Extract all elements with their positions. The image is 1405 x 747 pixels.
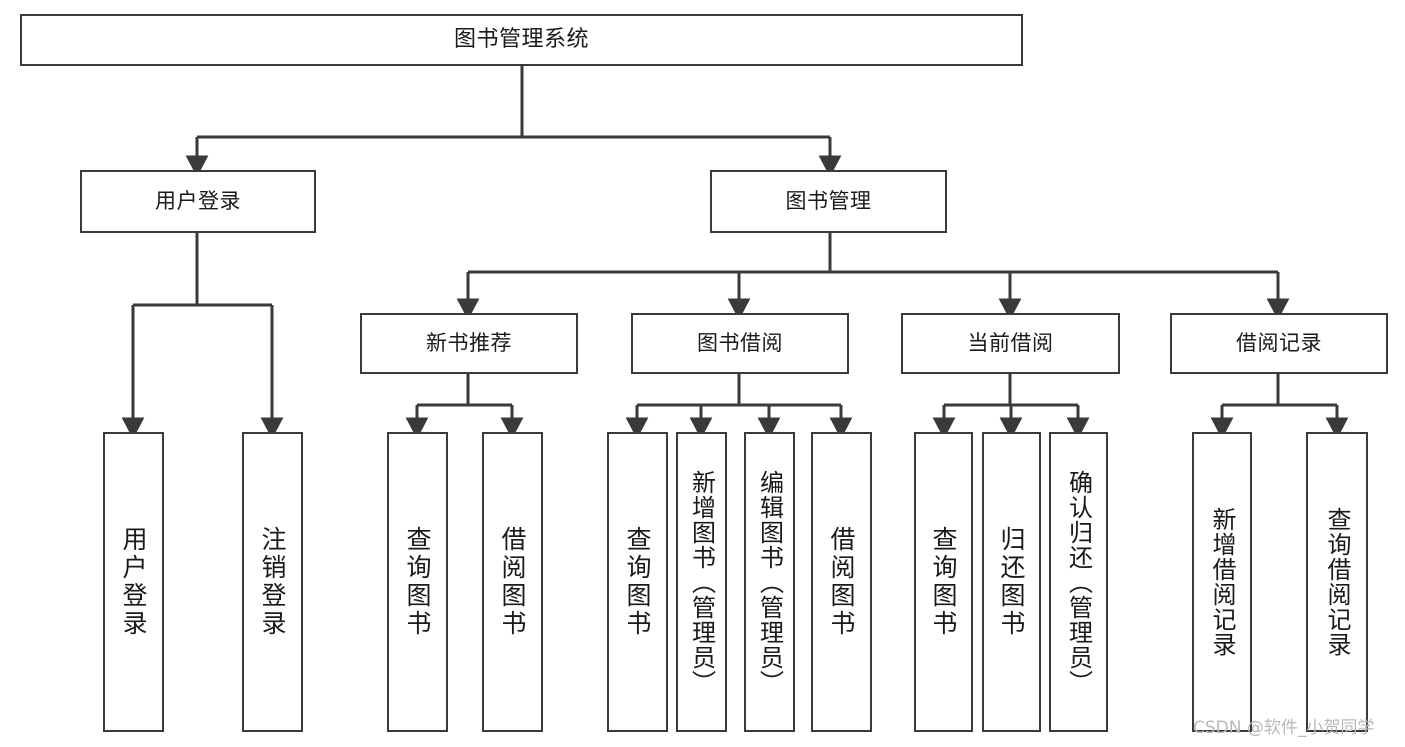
node-new-book-recommend[interactable]: 新书推荐 xyxy=(360,313,578,374)
node-label: 查询图书 xyxy=(929,526,958,638)
leaf-query-book-2[interactable]: 查询图书 xyxy=(607,432,668,732)
leaf-borrow-book-2[interactable]: 借阅图书 xyxy=(811,432,872,732)
leaf-confirm-return-admin[interactable]: 确认归还（管理员） xyxy=(1049,432,1108,732)
node-label: 归还图书 xyxy=(997,526,1026,638)
leaf-logout-login[interactable]: 注销登录 xyxy=(242,432,303,732)
node-label: 当前借阅 xyxy=(967,331,1054,356)
leaf-query-borrow-record[interactable]: 查询借阅记录 xyxy=(1306,432,1368,732)
node-label: 注销登录 xyxy=(258,526,287,638)
node-label: 图书管理系统 xyxy=(453,27,589,53)
leaf-add-borrow-record[interactable]: 新增借阅记录 xyxy=(1192,432,1252,732)
node-current-borrow[interactable]: 当前借阅 xyxy=(901,313,1120,374)
leaf-return-book[interactable]: 归还图书 xyxy=(982,432,1041,732)
node-root-system[interactable]: 图书管理系统 xyxy=(20,14,1023,66)
node-label: 编辑图书（管理员） xyxy=(755,469,784,695)
node-user-login[interactable]: 用户登录 xyxy=(80,170,316,233)
node-label: 用户登录 xyxy=(119,526,148,638)
csdn-watermark: CSDN @软件_小贺同学 xyxy=(1193,718,1375,738)
node-label: 借阅记录 xyxy=(1236,331,1322,356)
node-label: 图书管理 xyxy=(785,189,872,214)
node-label: 借阅图书 xyxy=(498,526,527,638)
leaf-add-book-admin[interactable]: 新增图书（管理员） xyxy=(676,432,727,732)
node-book-borrow[interactable]: 图书借阅 xyxy=(631,313,849,374)
node-label: 确认归还（管理员） xyxy=(1064,469,1093,695)
node-borrow-record[interactable]: 借阅记录 xyxy=(1170,313,1388,374)
node-label: 查询借阅记录 xyxy=(1323,507,1351,657)
node-label: 用户登录 xyxy=(155,189,241,214)
node-label: 查询图书 xyxy=(403,526,432,638)
node-label: 新增图书（管理员） xyxy=(687,469,716,695)
node-label: 查询图书 xyxy=(623,526,652,638)
leaf-edit-book-admin[interactable]: 编辑图书（管理员） xyxy=(744,432,795,732)
node-label: 图书借阅 xyxy=(697,331,783,356)
leaf-query-book-1[interactable]: 查询图书 xyxy=(387,432,448,732)
node-book-manage[interactable]: 图书管理 xyxy=(710,170,947,233)
node-label: 借阅图书 xyxy=(827,526,856,638)
node-label: 新增借阅记录 xyxy=(1208,507,1236,657)
leaf-query-book-3[interactable]: 查询图书 xyxy=(914,432,973,732)
node-label: 新书推荐 xyxy=(426,331,512,356)
leaf-user-login[interactable]: 用户登录 xyxy=(103,432,164,732)
leaf-borrow-book-1[interactable]: 借阅图书 xyxy=(482,432,543,732)
